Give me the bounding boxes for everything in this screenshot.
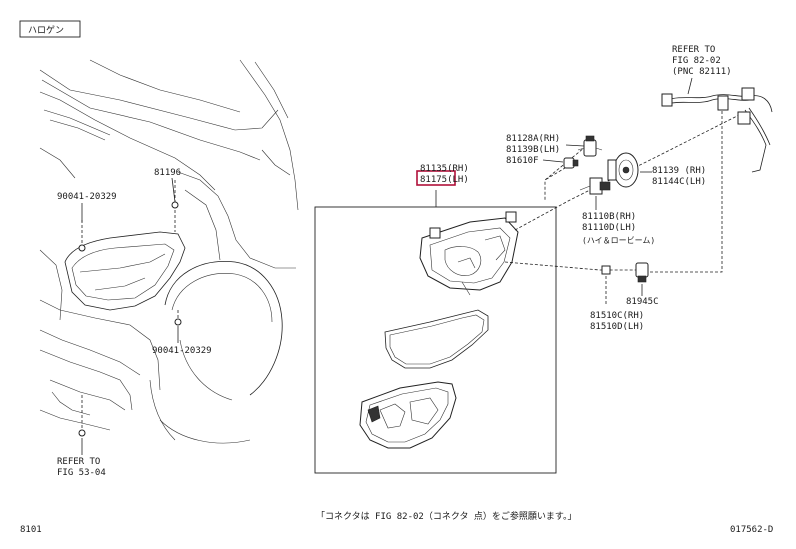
headlamp-gasket [384,309,489,369]
socket-81510c [601,265,611,305]
header-tag: ハロゲン [19,20,81,38]
highlighted-part-box [416,170,456,186]
part-90041-top-label[interactable]: 90041-20329 [57,192,117,202]
headlamp-assembly-box [314,190,557,474]
part-81945c-label[interactable]: 81945C [626,297,659,307]
bulb-81610f [563,157,579,169]
part-81139-label[interactable]: 81139 (RH) [652,166,706,176]
connector-line-4 [544,142,591,200]
footer-note: 「コネクタは FIG 82-02（コネクタ 点）をご参照願います。」 [316,510,577,522]
bulb-81110b [579,177,611,195]
socket-81128a [577,135,603,157]
part-81510c-label[interactable]: 81510C(RH) [590,311,644,321]
ref-fig82-line1[interactable]: REFER TO [672,45,715,55]
socket-81945c [635,262,649,296]
footer-left-code: 8101 [20,525,42,535]
ref-fig82-line2[interactable]: FIG 82-02 [672,56,721,66]
wire-harness [661,77,773,173]
part-90041-bottom-label[interactable]: 90041-20329 [152,346,212,356]
part-81135-label[interactable]: 81135(RH) [420,164,469,174]
part-81175-label[interactable]: 81175(LH) [420,175,469,185]
part-81610f-label[interactable]: 81610F [506,156,539,166]
footer-right-code: 017562-D [730,525,773,535]
part-81110-note-label[interactable]: (ハイ＆ロービーム) [582,236,655,245]
headlamp-housing [419,211,519,296]
part-81196-label[interactable]: 81196 [154,168,181,178]
part-81510d-label[interactable]: 81510D(LH) [590,322,644,332]
ref-fig82-line3[interactable]: (PNC 82111) [672,67,732,77]
vehicle-front-illustration [39,59,299,444]
connector-line-3 [650,110,723,273]
part-81144c-label[interactable]: 81144C(LH) [652,177,706,187]
ref-fig53-line1[interactable]: REFER TO [57,457,100,467]
headlamp-lens [359,381,457,449]
header-tag-label: ハロゲン [28,24,64,36]
part-81110b-label[interactable]: 81110B(RH) [582,212,636,222]
part-81110d-label[interactable]: 81110D(LH) [582,223,636,233]
part-81139b-label[interactable]: 81139B(LH) [506,145,560,155]
part-81128a-label[interactable]: 81128A(RH) [506,134,560,144]
bulb-cap-81139 [607,152,639,188]
connector-line-2 [504,261,640,271]
ref-fig53-line2[interactable]: FIG 53-04 [57,468,106,478]
